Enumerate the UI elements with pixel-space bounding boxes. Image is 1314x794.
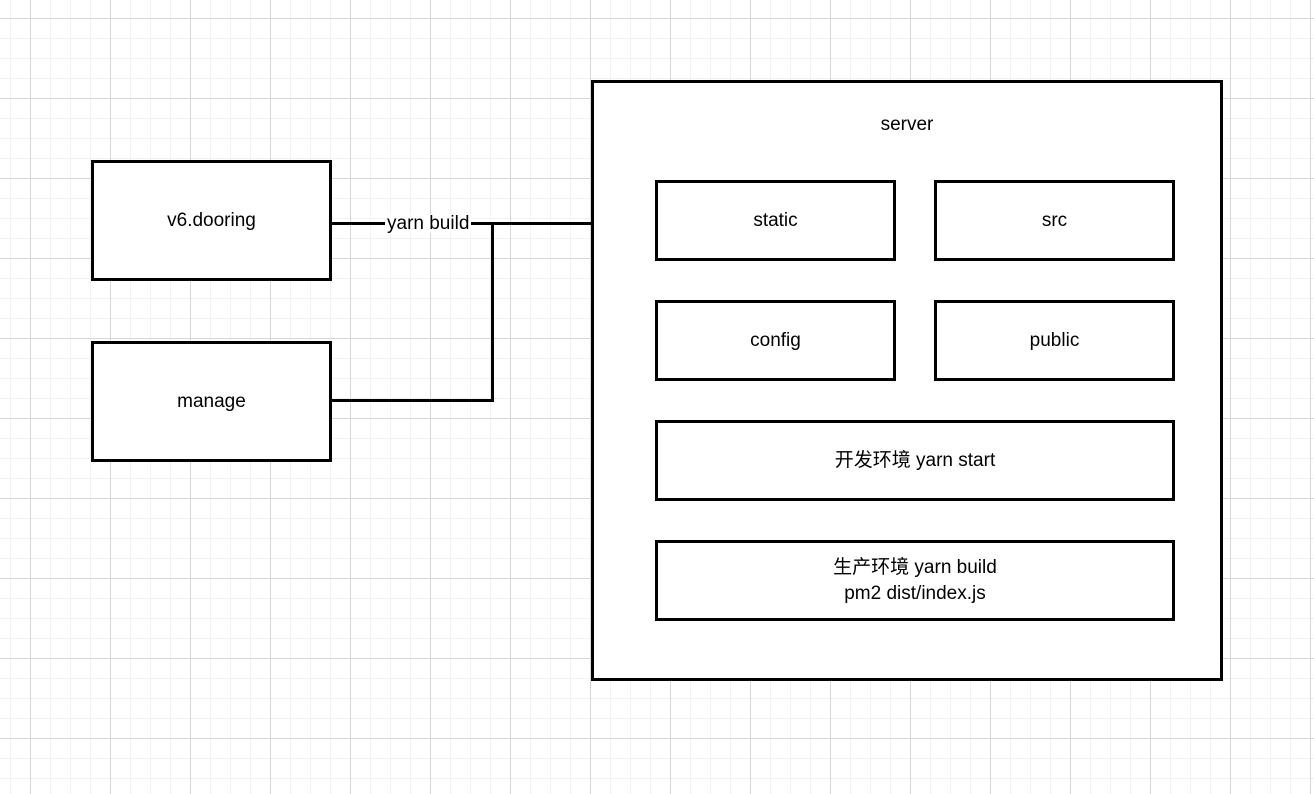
edge-label-yarn-build: yarn build — [385, 213, 472, 234]
edge-segment-vertical-join — [491, 222, 494, 402]
node-prod-env-label: 生产环境 yarn build pm2 dist/index.js — [833, 557, 997, 604]
edge-segment-from-manage — [331, 399, 494, 402]
node-v6-dooring[interactable]: v6.dooring — [91, 160, 332, 281]
node-manage[interactable]: manage — [91, 341, 332, 462]
node-config-label: config — [750, 329, 801, 351]
edge-segment-to-static — [491, 222, 643, 225]
node-static-label: static — [753, 209, 798, 231]
node-src[interactable]: src — [934, 180, 1175, 261]
node-v6-dooring-label: v6.dooring — [167, 209, 256, 231]
node-manage-label: manage — [177, 390, 246, 412]
node-public-label: public — [1029, 329, 1080, 351]
node-static[interactable]: static — [655, 180, 896, 261]
node-config[interactable]: config — [655, 300, 896, 381]
container-server-title: server — [880, 114, 934, 135]
node-dev-env-label: 开发环境 yarn start — [834, 449, 996, 471]
node-dev-env[interactable]: 开发环境 yarn start — [655, 420, 1175, 501]
node-src-label: src — [1041, 209, 1068, 231]
node-prod-env[interactable]: 生产环境 yarn build pm2 dist/index.js — [655, 540, 1175, 621]
node-public[interactable]: public — [934, 300, 1175, 381]
